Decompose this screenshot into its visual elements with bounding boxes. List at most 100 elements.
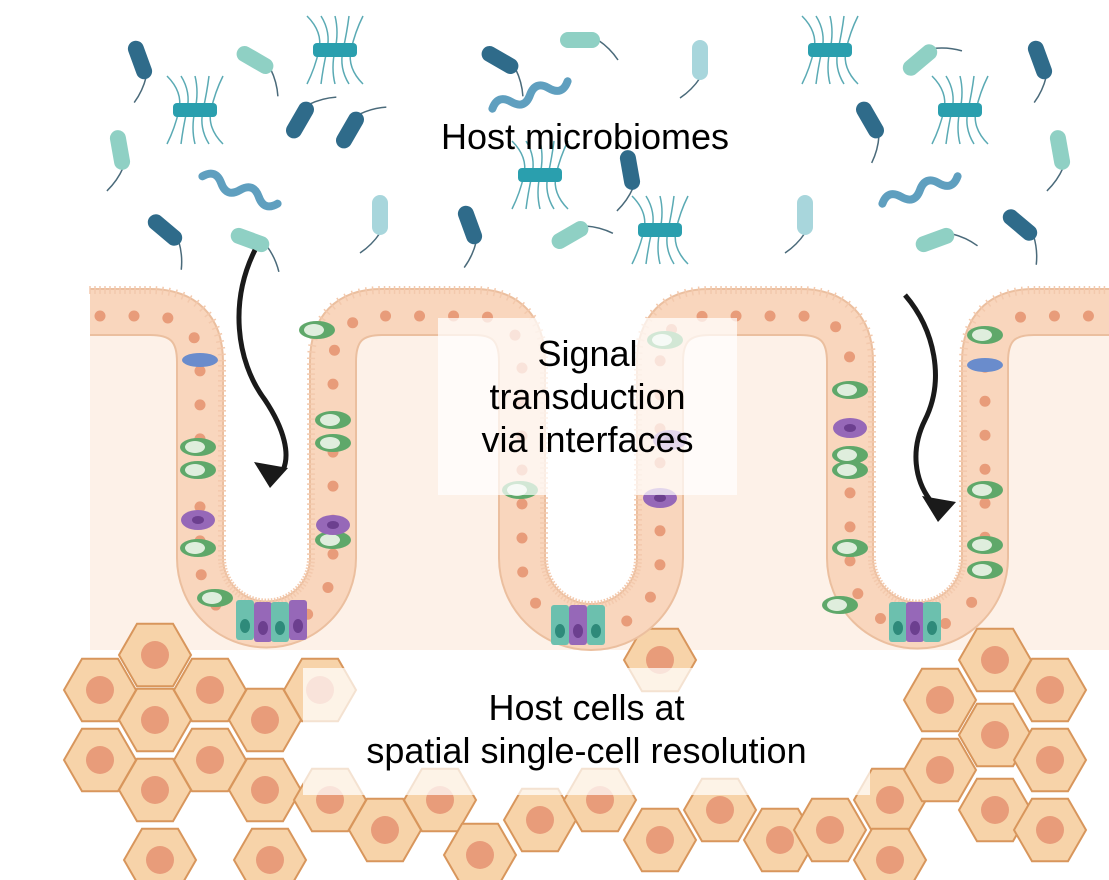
- arrow-icon: [903, 293, 938, 502]
- bacteria-icon: [198, 169, 282, 211]
- goblet-granules: [320, 534, 340, 546]
- microvillus: [957, 568, 966, 573]
- host-cell-nucleus: [876, 786, 904, 814]
- microvillus: [545, 578, 554, 584]
- microvillus: [541, 569, 550, 574]
- nucleus: [979, 497, 991, 509]
- microvillus: [819, 287, 823, 297]
- microvillus: [941, 591, 948, 599]
- goblet-granules: [972, 484, 992, 496]
- microvillus: [306, 561, 315, 564]
- microvillus: [161, 286, 164, 295]
- microvillus: [950, 582, 958, 589]
- microvillus: [872, 574, 880, 580]
- bacteria-icon: [856, 101, 884, 164]
- nucleus: [194, 501, 206, 513]
- bacteria-body: [313, 43, 357, 57]
- microvillus: [329, 302, 336, 310]
- bacteria-body: [560, 32, 600, 48]
- host-cell-layer: [62, 622, 1088, 880]
- bacteria-layer: [106, 15, 1071, 272]
- microvillus: [492, 288, 497, 297]
- microvillus: [629, 576, 637, 582]
- goblet-granules: [827, 599, 847, 611]
- bacteria-icon: [551, 221, 614, 249]
- bacteria-icon: [902, 44, 963, 76]
- nucleus: [94, 310, 106, 322]
- nucleus: [852, 588, 864, 600]
- bacteria-body: [372, 195, 388, 235]
- microvillus: [1020, 286, 1024, 295]
- microvillus: [633, 564, 642, 568]
- microvillus: [557, 590, 564, 598]
- microvillus: [237, 590, 244, 598]
- nucleus: [530, 597, 542, 609]
- nucleus: [517, 566, 529, 578]
- bacteria-icon: [679, 40, 708, 99]
- goblet-granules: [837, 449, 857, 461]
- microvillus: [540, 566, 550, 570]
- microvillus: [298, 581, 307, 587]
- microvillus: [231, 586, 239, 594]
- bacteria-icon: [106, 130, 131, 192]
- cell-nucleus: [591, 624, 601, 638]
- microvillus: [825, 289, 830, 298]
- microvillus: [512, 296, 519, 305]
- nucleus: [162, 312, 174, 324]
- microvillus: [560, 592, 567, 600]
- host-cell-nucleus: [251, 776, 279, 804]
- microvillus: [623, 584, 632, 591]
- cell-nucleus: [275, 621, 285, 635]
- host-cell-nucleus: [86, 746, 114, 774]
- goblet-granules: [972, 329, 992, 341]
- flagellum: [951, 233, 978, 247]
- bacteria-icon: [931, 75, 989, 145]
- bacteria-body: [518, 168, 562, 182]
- lumen: [90, 0, 1109, 605]
- host-cell-nucleus: [141, 706, 169, 734]
- microvillus: [887, 591, 894, 599]
- bacteria-body: [127, 40, 153, 80]
- microvillus: [867, 348, 876, 351]
- microvillus: [894, 594, 899, 603]
- flagellum: [871, 135, 880, 164]
- microvillus: [627, 579, 636, 585]
- nucleus: [1048, 310, 1060, 322]
- microvillus: [287, 591, 294, 600]
- microvillus: [227, 581, 235, 588]
- goblet-granules: [304, 324, 324, 336]
- microvillus: [614, 593, 621, 601]
- bacteria-icon: [915, 227, 978, 253]
- microvillus: [218, 561, 227, 565]
- microvillus: [549, 583, 558, 590]
- bacteria-icon: [631, 195, 689, 265]
- goblet-granules: [837, 464, 857, 476]
- microvillus: [946, 587, 953, 594]
- bacteria-body: [236, 46, 274, 74]
- bacteria-body: [551, 221, 589, 249]
- nucleus: [798, 310, 810, 322]
- nucleus: [621, 615, 633, 627]
- bacteria-body: [481, 46, 519, 74]
- host-cell-nucleus: [926, 686, 954, 714]
- nucleus: [194, 365, 206, 377]
- microvillus: [606, 597, 611, 606]
- microvillus: [882, 587, 889, 594]
- microvillus: [542, 572, 551, 577]
- microvillus: [625, 582, 634, 588]
- microvillus: [518, 301, 525, 309]
- microvillus: [221, 573, 230, 579]
- microvillus: [566, 595, 572, 604]
- bacteria-body: [856, 101, 884, 139]
- microvillus: [204, 311, 212, 318]
- arrowhead-icon: [922, 496, 956, 522]
- nucleus: [830, 321, 842, 333]
- host-cell-nucleus: [646, 646, 674, 674]
- microvillus: [697, 286, 701, 295]
- microvillus: [540, 560, 549, 563]
- bacteria-body: [1002, 209, 1038, 241]
- microvillus: [938, 592, 945, 601]
- host-cells-label: Host cells at spatial single-cell resolu…: [303, 668, 870, 795]
- nucleus: [194, 399, 206, 411]
